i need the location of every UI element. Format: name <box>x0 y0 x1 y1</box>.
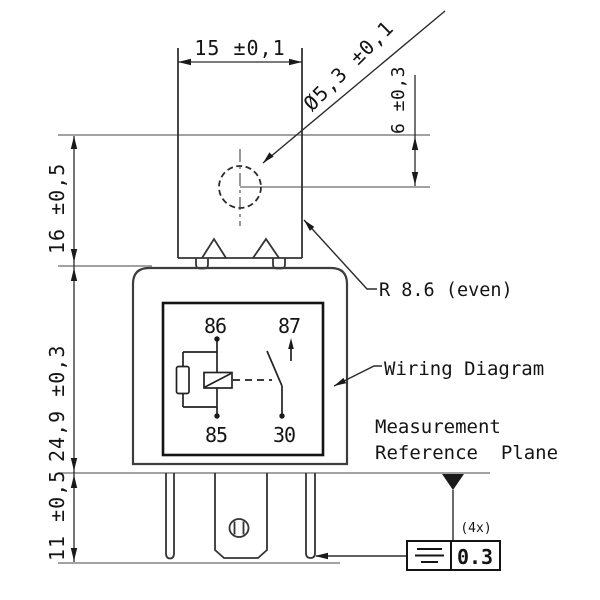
radius-note-leader <box>303 219 377 290</box>
dimension-lines <box>73 61 416 562</box>
dim-hole-offset: 6 ±0,3 <box>388 66 409 134</box>
pin-center-tab <box>214 473 268 559</box>
relay-body-outline <box>131 266 349 466</box>
latch-left <box>201 237 227 259</box>
wiring-label-leader <box>333 365 382 387</box>
wiring-diagram-box <box>161 301 325 457</box>
latch-right <box>252 237 280 259</box>
ref-plane-label-line1: Measurement <box>375 416 501 438</box>
dimension-arrowheads <box>70 58 419 561</box>
wiring-terminal-dots <box>214 336 294 419</box>
datum-triangle <box>442 474 464 490</box>
switch-blade <box>266 350 283 387</box>
annotation-texts: R 8.6 (even) Wiring Diagram Measurement … <box>375 280 558 569</box>
pin-left <box>165 473 175 560</box>
terminal-86-label: 86 <box>204 314 226 338</box>
leader-arrowheads <box>263 152 464 560</box>
dim-pin-length: 11 ±0,5 <box>45 470 69 561</box>
bottom-pins <box>165 473 316 560</box>
terminal-87-label: 87 <box>278 314 300 338</box>
pin-center-hole <box>228 518 250 538</box>
terminal-85-label: 85 <box>205 423 227 447</box>
pin-right <box>305 473 316 559</box>
mounting-hole <box>218 149 262 226</box>
tolerance-value: 0.3 <box>457 545 493 569</box>
dim-tab-width: 15 ±0,1 <box>194 36 285 60</box>
tolerance-count: (4x) <box>460 521 491 536</box>
dimension-texts: 15 ±0,1 Ø5,3 ±0,1 6 ±0,3 16 ±0,5 24,9 ±0… <box>45 16 409 561</box>
resistor-symbol <box>175 365 190 395</box>
wiring-circuit <box>175 341 292 414</box>
wiring-diagram-label: Wiring Diagram <box>384 358 544 380</box>
hole-diameter-leader <box>262 10 446 164</box>
mounting-tab-outline <box>177 48 303 270</box>
terminal-30-label: 30 <box>273 423 295 447</box>
dim-body-height: 24,9 ±0,3 <box>45 345 69 462</box>
tolerance-frame <box>406 540 501 571</box>
ref-plane-label-line2: Reference Plane <box>375 442 558 464</box>
dim-hole-diameter: Ø5,3 ±0,1 <box>299 16 399 116</box>
dim-tab-height: 16 ±0,5 <box>45 163 69 254</box>
radius-note: R 8.6 (even) <box>379 280 513 301</box>
wiring-terminal-labels: 86 87 85 30 <box>204 314 301 447</box>
coil-symbol <box>203 371 233 389</box>
leader-lines <box>262 10 454 557</box>
terminal-87-arrow <box>288 338 294 349</box>
extension-lines <box>58 134 490 564</box>
